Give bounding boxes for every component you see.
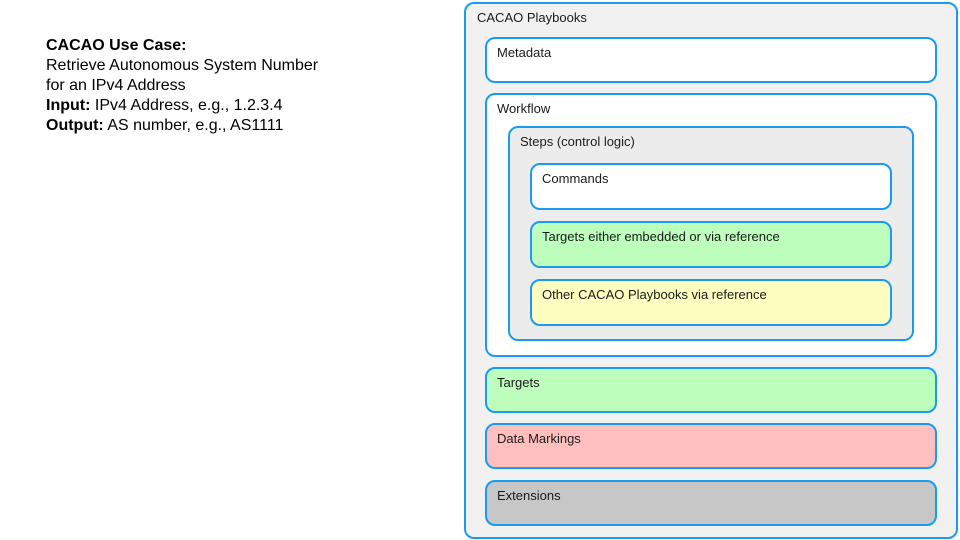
steps-label: Steps (control logic) [520, 134, 635, 149]
extensions-box: Extensions [485, 480, 937, 526]
output-label: Output: [46, 117, 104, 134]
commands-label: Commands [542, 171, 609, 186]
cacao-playbooks-label: CACAO Playbooks [477, 10, 587, 25]
use-case-output: Output: AS number, e.g., AS1111 [46, 116, 318, 136]
targets-label: Targets [497, 375, 540, 390]
input-value: IPv4 Address, e.g., 1.2.3.4 [90, 97, 283, 114]
workflow-label: Workflow [497, 101, 551, 116]
metadata-box: Metadata [485, 37, 937, 83]
use-case-description: CACAO Use Case: Retrieve Autonomous Syst… [46, 36, 318, 136]
use-case-line-2: for an IPv4 Address [46, 77, 186, 94]
use-case-line-1: Retrieve Autonomous System Number [46, 57, 319, 74]
use-case-title: CACAO Use Case: [46, 37, 187, 54]
targets-embedded-box: Targets either embedded or via reference [530, 221, 892, 268]
data-markings-label: Data Markings [497, 431, 581, 446]
data-markings-box: Data Markings [485, 423, 937, 469]
other-playbooks-box: Other CACAO Playbooks via reference [530, 279, 892, 326]
use-case-input: Input: IPv4 Address, e.g., 1.2.3.4 [46, 96, 318, 116]
other-playbooks-label: Other CACAO Playbooks via reference [542, 287, 767, 302]
commands-box: Commands [530, 163, 892, 210]
targets-box: Targets [485, 367, 937, 413]
output-value: AS number, e.g., AS1111 [103, 117, 284, 134]
extensions-label: Extensions [497, 488, 561, 503]
input-label: Input: [46, 97, 91, 114]
metadata-label: Metadata [497, 45, 552, 60]
targets-embedded-label: Targets either embedded or via reference [542, 229, 780, 244]
